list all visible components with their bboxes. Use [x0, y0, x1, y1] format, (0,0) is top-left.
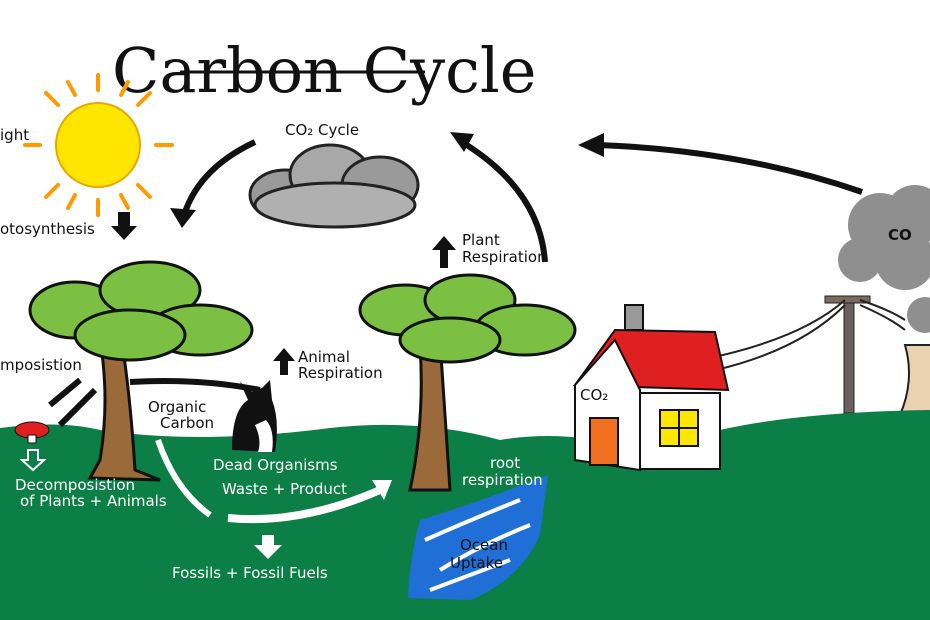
photosynthesis-arrow-icon [111, 212, 137, 240]
house-icon [573, 304, 730, 472]
photosynthesis-label: otosynthesis [0, 220, 95, 238]
cat-icon [232, 380, 277, 452]
mushroom-icon [14, 421, 50, 444]
plant-respiration-label-1: Plant [462, 231, 500, 249]
organic-carbon-label-2: Carbon [160, 414, 214, 432]
tree-to-cloud-arrow-icon [460, 139, 548, 263]
tree-icon [28, 260, 254, 482]
flow-arrow-icon [227, 486, 382, 524]
decomposition-label: mposistion [0, 356, 82, 374]
arrowhead-icon [578, 133, 604, 157]
down-arrow-icon [254, 535, 282, 559]
ocean-uptake-label-1: Ocean [460, 536, 508, 554]
tree-to-cat-arrow-icon [129, 378, 261, 393]
up-arrow-icon [432, 236, 456, 268]
tree-icon [358, 273, 577, 492]
down-arrow-icon [19, 449, 47, 472]
flow-arrow-icon [155, 439, 212, 518]
dead-organisms-label-2: Waste + Product [222, 480, 347, 498]
arrowhead-icon [372, 480, 392, 500]
root-respiration-label-2: respiration [462, 471, 543, 489]
ocean-uptake-label-2: Uptake [450, 554, 503, 572]
arrowhead-icon [170, 208, 196, 228]
organic-carbon-label-1: Organic [148, 398, 206, 416]
dead-organisms-label-1: Dead Organisms [213, 456, 338, 474]
fossils-label: Fossils + Fossil Fuels [172, 564, 328, 582]
emissions-arrow-icon [597, 142, 863, 195]
arrowhead-icon [450, 132, 474, 152]
decomposition-plants-label-1: Decomposistion [15, 476, 135, 494]
wave-lines [424, 498, 531, 592]
plant-respiration-label-2: Respiration [462, 248, 547, 266]
root-respiration-arrow-icon [483, 373, 527, 427]
cloud-icon [248, 143, 420, 229]
sun-icon [23, 73, 174, 217]
sunlight-label: ight [0, 126, 29, 144]
power-pole-icon [699, 295, 906, 414]
cooling-tower-icon [898, 344, 930, 416]
animal-respiration-label-1: Animal [298, 348, 350, 366]
house-co2-label: CO₂ [580, 386, 608, 404]
up-arrow-icon [273, 348, 295, 375]
decomposition-arrows-icon [48, 377, 98, 428]
decomposition-plants-label-2: of Plants + Animals [20, 492, 167, 510]
root-respiration-label-1: root [490, 454, 520, 472]
animal-respiration-label-2: Respiration [298, 364, 383, 382]
factory-co2-label: CO [888, 226, 912, 244]
co2-cycle-label: CO₂ Cycle [285, 121, 359, 139]
smoke-cloud-icon [838, 185, 930, 333]
